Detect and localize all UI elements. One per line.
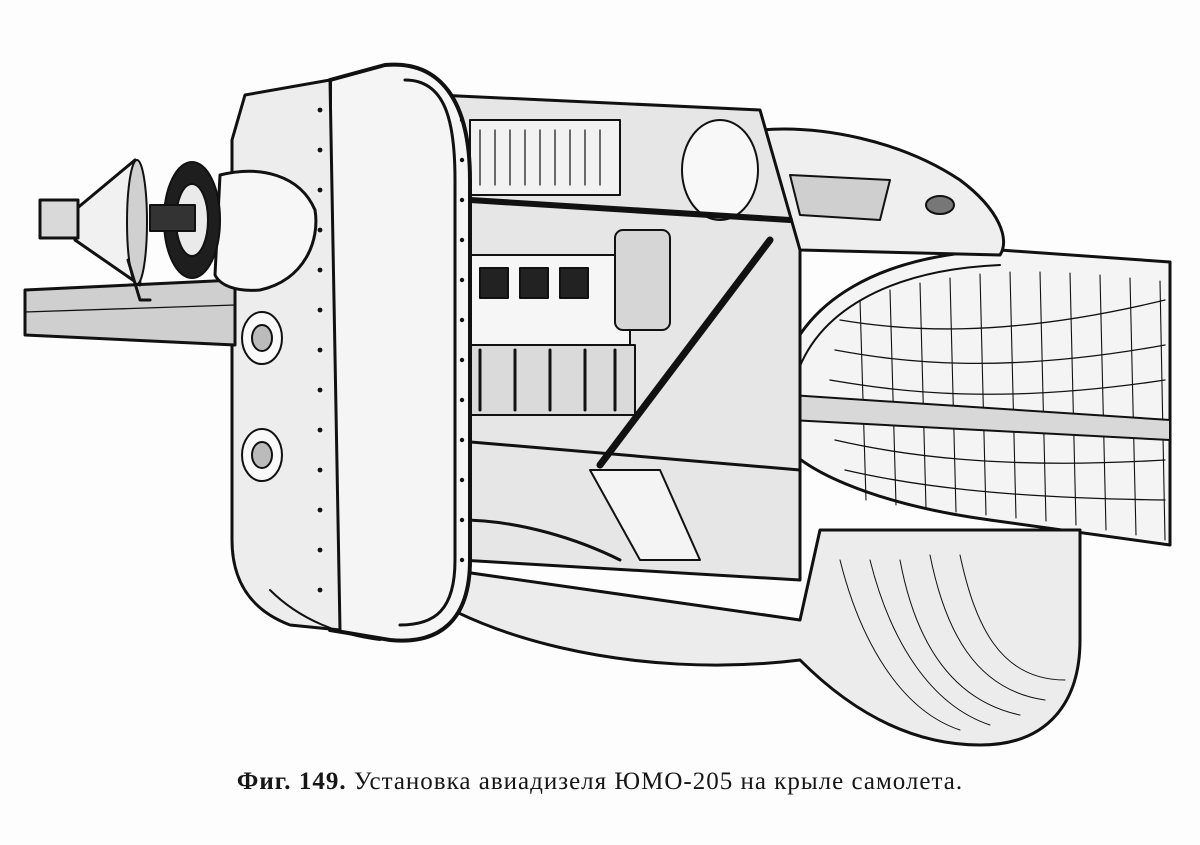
figure-number: 149. xyxy=(298,768,347,795)
nacelle-top-fairing xyxy=(758,127,1006,257)
left-wing-stub xyxy=(23,278,237,347)
engine-on-wing-illustration xyxy=(23,62,1172,747)
figure-label: Фиг. xyxy=(236,768,292,795)
nacelle-belly xyxy=(378,528,1082,747)
figure-caption: Фиг. 149. Установка авиадизеля ЮМО-205 н… xyxy=(0,768,1200,796)
cowling-ring xyxy=(328,62,472,643)
propeller-hub xyxy=(38,158,318,302)
wing xyxy=(773,248,1172,547)
figure-caption-text: Установка авиадизеля ЮМО-205 на крыле са… xyxy=(353,768,964,795)
